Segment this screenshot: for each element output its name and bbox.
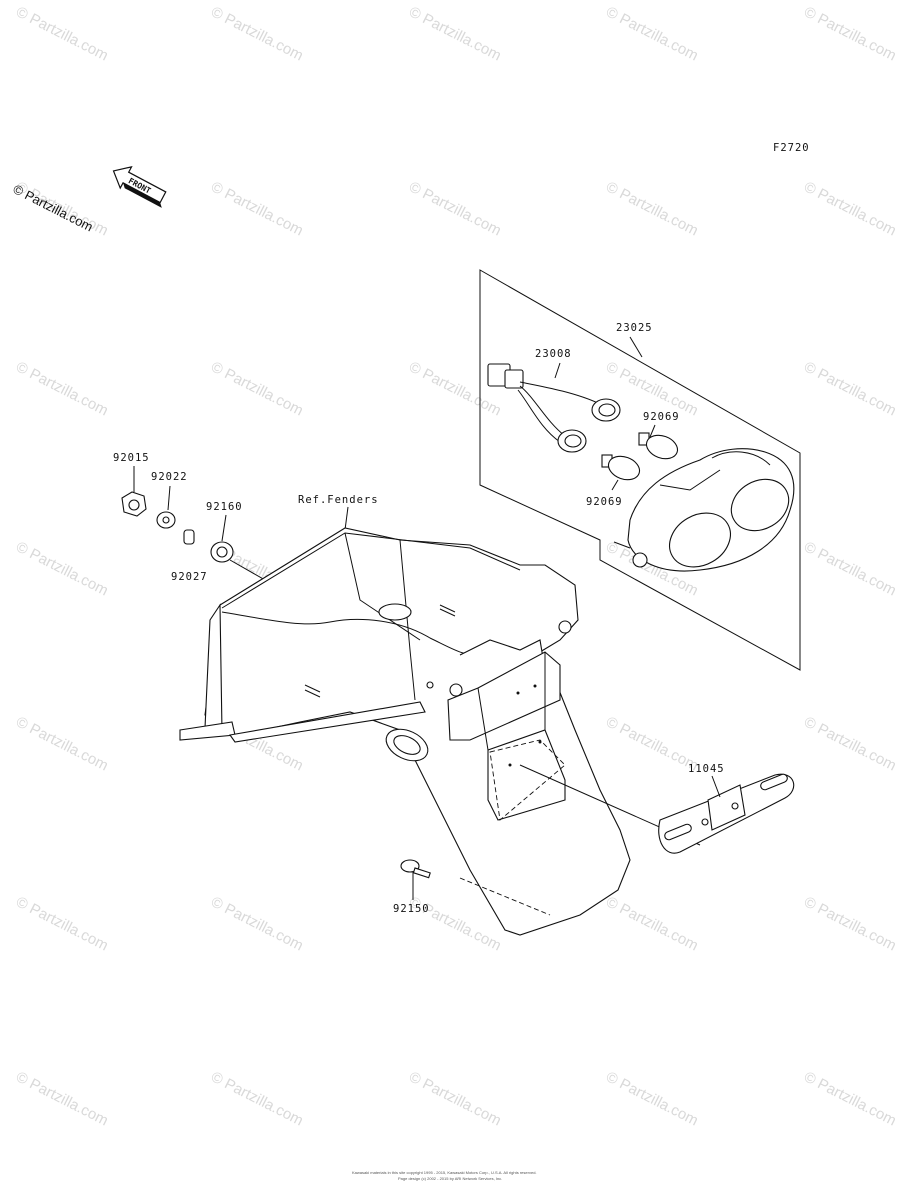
- leader-23025: [629, 336, 643, 358]
- leader-92022: [167, 485, 171, 511]
- license-bracket-11045: [658, 773, 795, 854]
- grommet-92160: [210, 541, 234, 563]
- label-92150: 92150: [393, 903, 430, 915]
- leader-92069-upper: [649, 424, 656, 438]
- collar-92027: [183, 529, 195, 545]
- watermark: © Partzilla.com: [208, 1068, 306, 1129]
- watermark: © Partzilla.com: [801, 1068, 899, 1129]
- label-92069-lower: 92069: [586, 496, 623, 508]
- watermark: © Partzilla.com: [406, 1068, 504, 1129]
- label-23008: 23008: [535, 348, 572, 360]
- watermark: © Partzilla.com: [801, 178, 899, 239]
- watermark: © Partzilla.com: [13, 713, 111, 774]
- nut-92015: [121, 491, 147, 517]
- bulb-upper: [638, 432, 679, 460]
- watermark: © Partzilla.com: [603, 3, 701, 64]
- leader-11045: [711, 775, 721, 798]
- watermark: © Partzilla.com: [801, 358, 899, 419]
- watermark: © Partzilla.com: [603, 893, 701, 954]
- footer-copyright: Kawasaki materials in this site copyrigh…: [352, 1170, 537, 1175]
- watermark: © Partzilla.com: [208, 893, 306, 954]
- leader-92160: [221, 514, 227, 542]
- leader-ref-fenders: [344, 506, 349, 531]
- footer-design-credit: Page design (c) 2002 - 2015 by ARI Netwo…: [398, 1176, 502, 1181]
- label-92027: 92027: [171, 571, 208, 583]
- rear-fender: [179, 527, 631, 936]
- leader-23008: [554, 362, 561, 379]
- watermark: © Partzilla.com: [406, 3, 504, 64]
- watermark: © Partzilla.com: [406, 178, 504, 239]
- label-23025: 23025: [616, 322, 653, 334]
- front-arrow-icon: FRONT: [112, 166, 167, 208]
- watermark: © Partzilla.com: [208, 3, 306, 64]
- screw-92150: [400, 859, 431, 879]
- label-11045: 11045: [688, 763, 725, 775]
- label-92015: 92015: [113, 452, 150, 464]
- watermark: © Partzilla.com: [13, 358, 111, 419]
- watermark: © Partzilla.com: [801, 893, 899, 954]
- bulb-lower: [601, 454, 641, 481]
- tail-light-housing: [613, 448, 795, 572]
- watermark: © Partzilla.com: [801, 713, 899, 774]
- watermark: © Partzilla.com: [801, 538, 899, 599]
- watermark: © Partzilla.com: [801, 3, 899, 64]
- tail-light-assy-frame: [479, 269, 801, 671]
- watermark: © Partzilla.com: [603, 1068, 701, 1129]
- watermark: © Partzilla.com: [13, 538, 111, 599]
- label-92022: 92022: [151, 471, 188, 483]
- label-92069-upper: 92069: [643, 411, 680, 423]
- washer-92022: [156, 511, 176, 529]
- label-92160: 92160: [206, 501, 243, 513]
- leader-92069-lower: [611, 479, 619, 491]
- figure-code: F2720: [773, 142, 810, 154]
- watermark: © Partzilla.com: [603, 178, 701, 239]
- watermark: © Partzilla.com: [13, 3, 111, 64]
- watermark: © Partzilla.com: [603, 713, 701, 774]
- watermark: © Partzilla.com: [13, 1068, 111, 1129]
- watermark-primary: © Partzilla.com: [11, 181, 96, 234]
- watermark: © Partzilla.com: [13, 893, 111, 954]
- watermark: © Partzilla.com: [208, 178, 306, 239]
- watermark: © Partzilla.com: [208, 358, 306, 419]
- socket-assembly: [487, 363, 621, 453]
- license-mount-box: [447, 651, 566, 916]
- label-ref-fenders: Ref.Fenders: [298, 494, 379, 506]
